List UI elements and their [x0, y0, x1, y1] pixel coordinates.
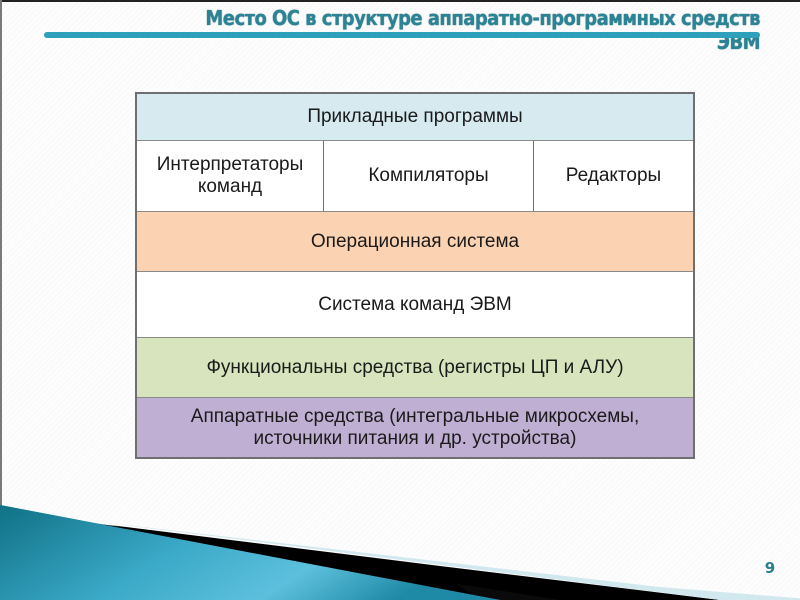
layer-diagram: Прикладные программы Интерпретаторы кома…: [135, 92, 695, 459]
page-number: 9: [764, 559, 776, 577]
cell-compilers: Компиляторы: [324, 141, 534, 211]
layer-instruction-set: Система команд ЭВМ: [137, 272, 693, 338]
layer-system-tools: Интерпретаторы команд Компиляторы Редакт…: [137, 141, 693, 212]
title-underline: [44, 32, 760, 38]
layer-functional-units: Функциональны средства (регистры ЦП и АЛ…: [137, 338, 693, 398]
slide-frame-top: [0, 0, 800, 2]
cell-interpreters: Интерпретаторы команд: [137, 141, 324, 211]
layer-hardware: Аппаратные средства (интегральные микрос…: [137, 398, 693, 457]
slide-title: Место ОС в структуре аппаратно-программн…: [205, 6, 760, 54]
slide-frame-left: [0, 0, 2, 520]
layer-operating-system: Операционная система: [137, 212, 693, 272]
cell-interpreters-label: Интерпретаторы команд: [156, 154, 304, 197]
layer-hardware-label: Аппаратные средства (интегральные микрос…: [190, 405, 640, 449]
layer-application-programs: Прикладные программы: [137, 94, 693, 141]
cell-editors: Редакторы: [565, 165, 662, 186]
